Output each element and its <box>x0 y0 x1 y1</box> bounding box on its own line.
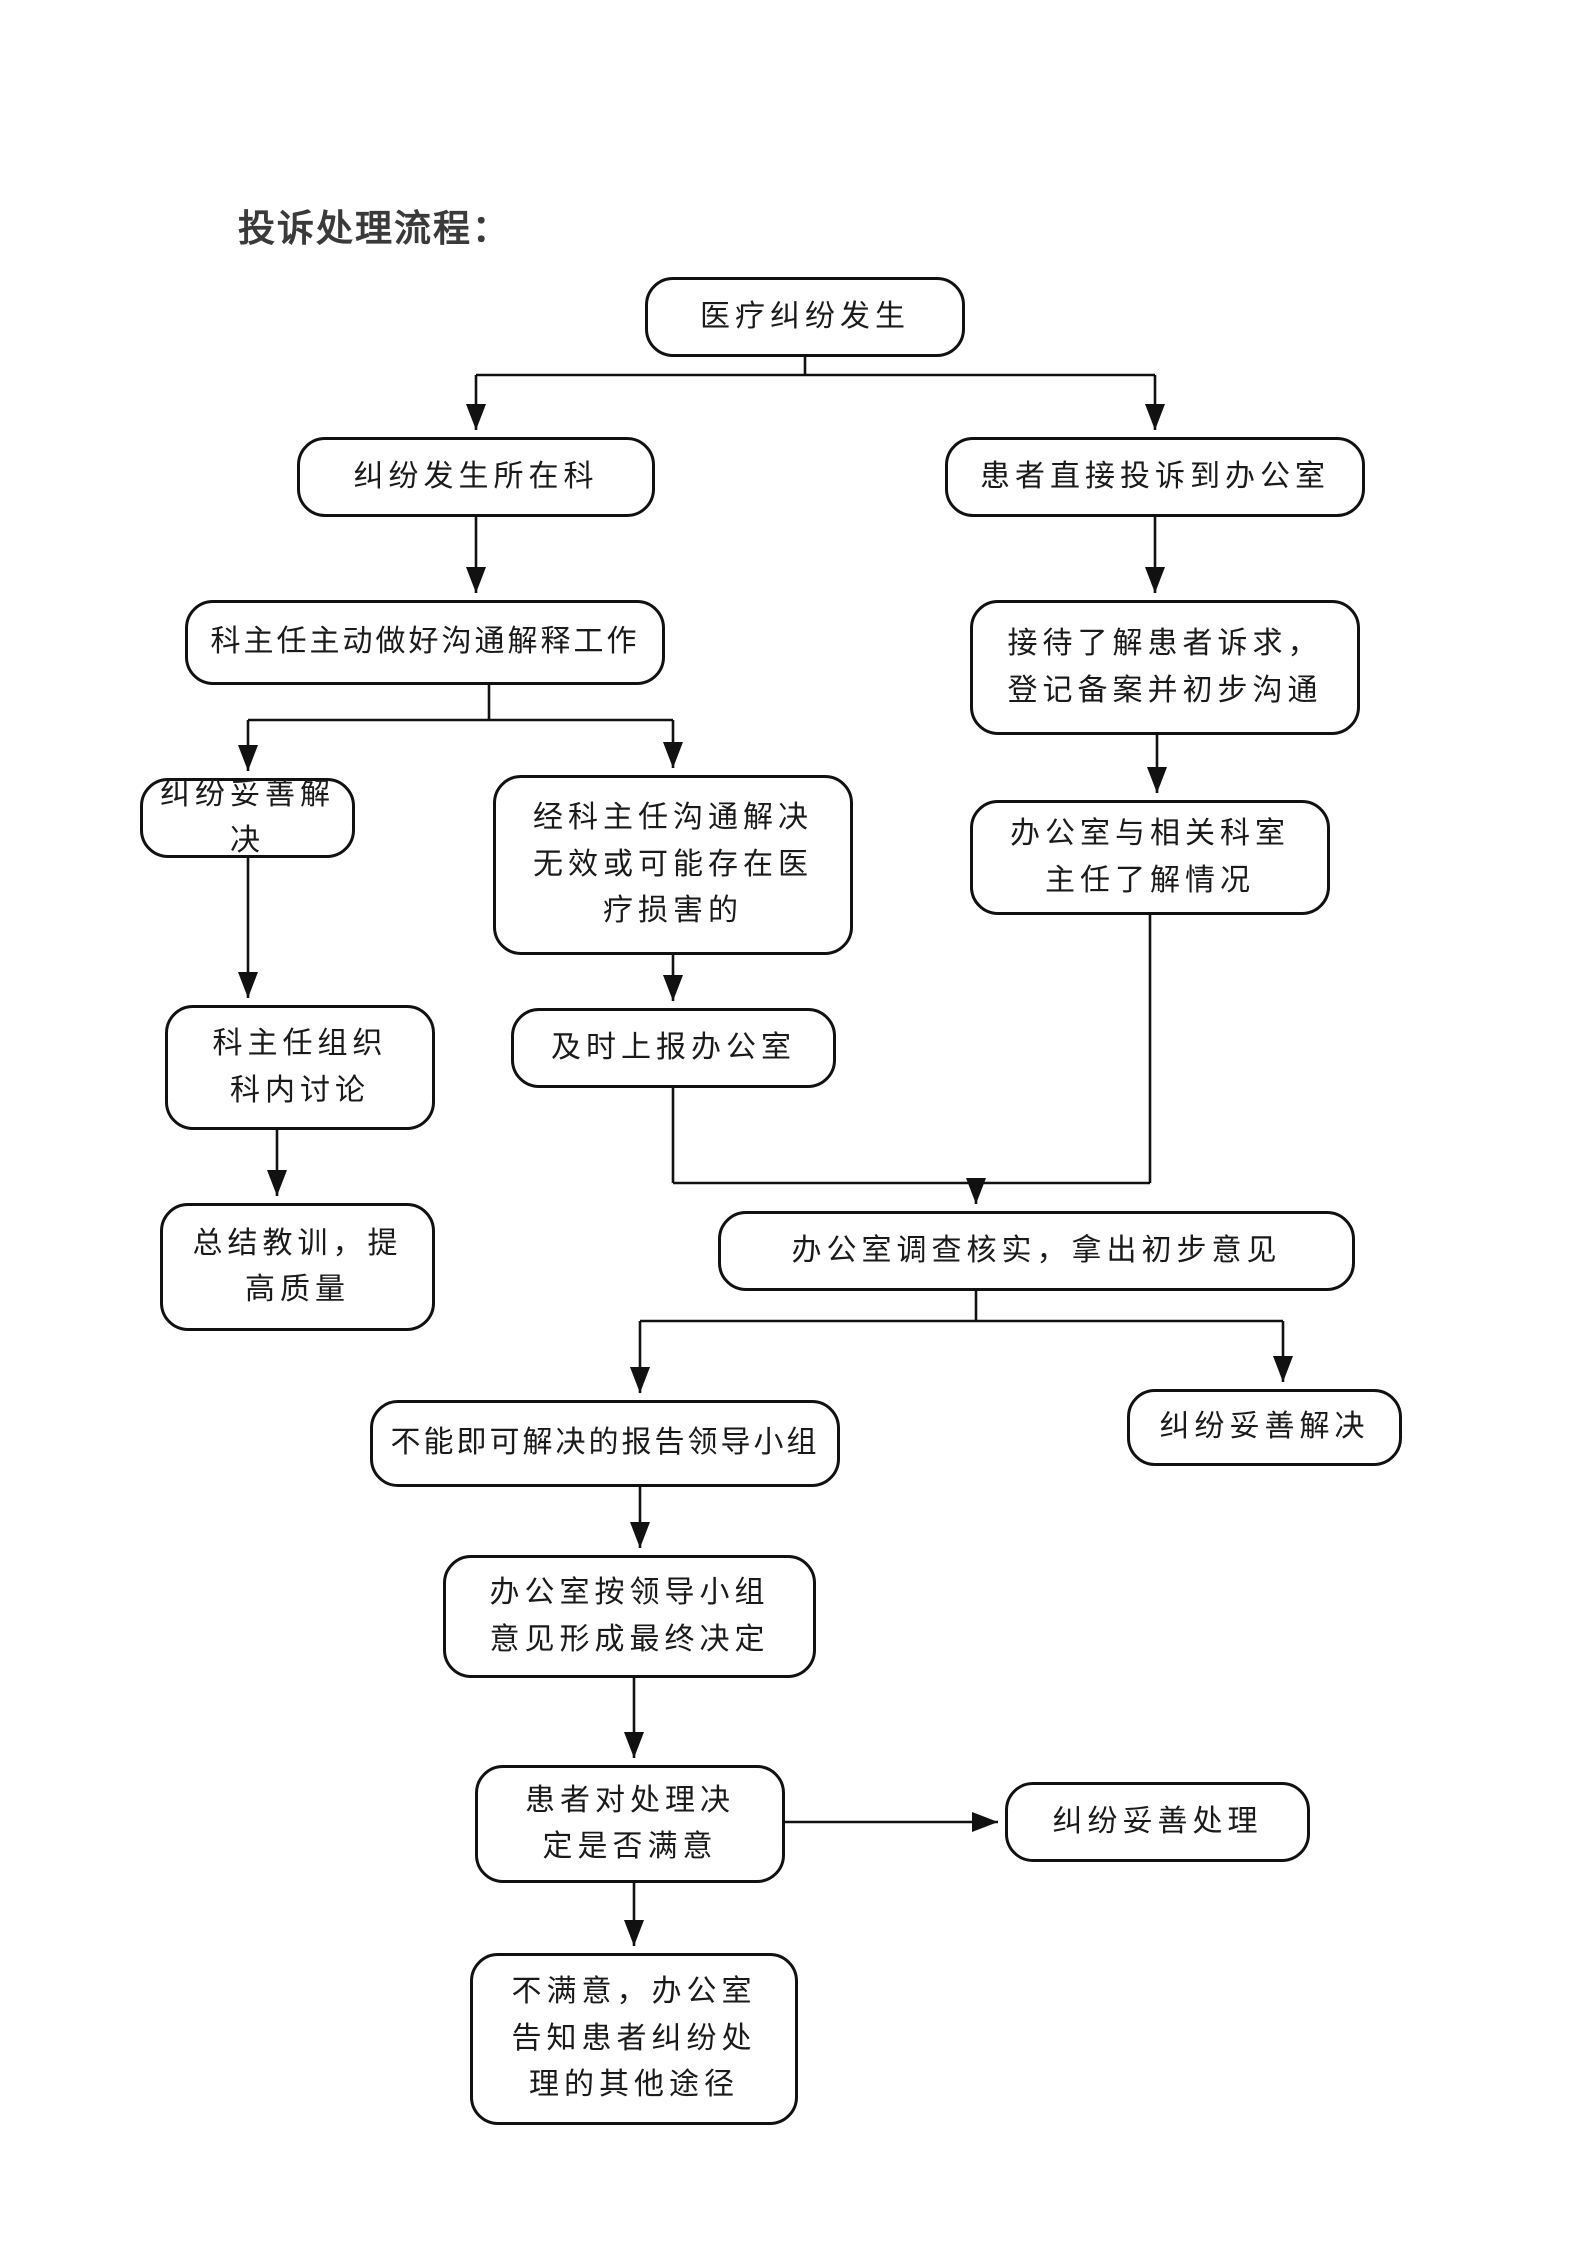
node-dispute-properly-handled: 纠纷妥善处理 <box>1005 1782 1310 1862</box>
node-final-decision: 办公室按领导小组 意见形成最终决定 <box>443 1555 816 1678</box>
node-reception-register: 接待了解患者诉求， 登记备案并初步沟通 <box>970 600 1360 735</box>
node-dispute-resolved-left: 纠纷妥善解决 <box>140 777 355 858</box>
node-office-investigates: 办公室调查核实，拿出初步意见 <box>718 1211 1355 1291</box>
node-communication-ineffective: 经科主任沟通解决 无效或可能存在医 疗损害的 <box>493 775 853 955</box>
node-office-with-dept-director: 办公室与相关科室 主任了解情况 <box>970 800 1330 915</box>
node-dispute-resolved-right: 纠纷妥善解决 <box>1127 1389 1402 1466</box>
node-director-communicates: 科主任主动做好沟通解释工作 <box>185 600 665 685</box>
node-report-to-office: 及时上报办公室 <box>511 1008 836 1088</box>
node-other-channels: 不满意，办公室 告知患者纠纷处 理的其他途径 <box>470 1953 798 2125</box>
node-patient-complains-to-office: 患者直接投诉到办公室 <box>945 437 1365 517</box>
node-summarize-lessons: 总结教训，提 高质量 <box>160 1203 435 1331</box>
node-report-leadership-group: 不能即可解决的报告领导小组 <box>370 1400 840 1487</box>
node-patient-satisfied: 患者对处理决 定是否满意 <box>475 1765 785 1883</box>
node-dispute-occurs: 医疗纠纷发生 <box>645 277 965 357</box>
node-dept-discussion: 科主任组织 科内讨论 <box>165 1005 435 1130</box>
page-title: 投诉处理流程： <box>238 207 511 250</box>
node-dept-involved: 纠纷发生所在科 <box>297 437 655 517</box>
